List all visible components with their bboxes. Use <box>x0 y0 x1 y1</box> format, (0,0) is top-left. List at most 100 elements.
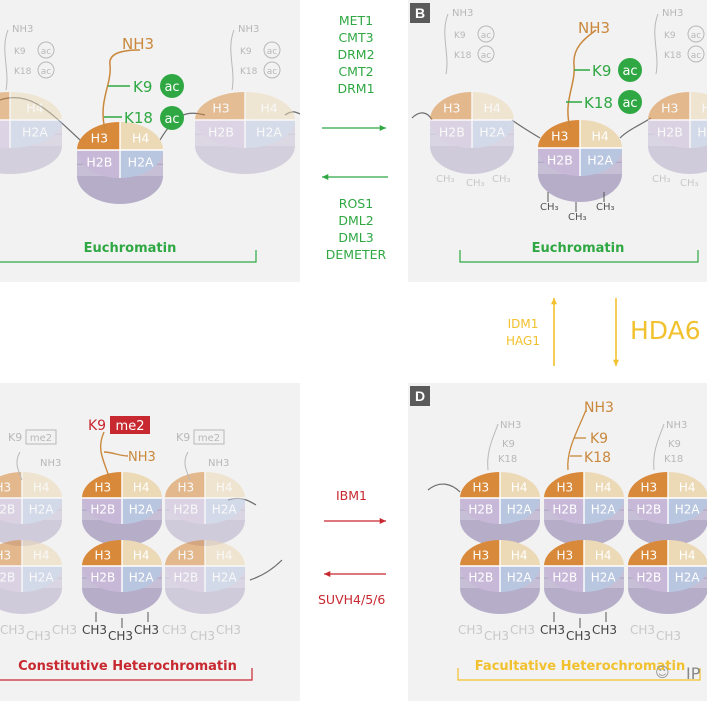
ch3-label: CH₃ <box>540 202 559 213</box>
tail-label: K9 <box>454 31 466 41</box>
bd-up-enzymes: IDM1 HAG1 <box>500 316 546 350</box>
histone-h2a <box>500 498 540 524</box>
tail-c-center <box>100 431 111 481</box>
tail-label: NH3 <box>208 458 229 469</box>
histone-h2a <box>668 498 707 524</box>
ch3-label: CH₃ <box>568 212 587 223</box>
histone-h4 <box>205 472 245 498</box>
ac-text: ac <box>164 80 179 95</box>
tail-label: ac <box>267 47 278 57</box>
tail-label: K9 <box>668 439 681 450</box>
ch3-label-faded: CH3 <box>190 629 215 643</box>
histone-h2a <box>120 150 163 178</box>
histone-label: H4 <box>679 480 696 494</box>
ch3-label-faded: CH₃ <box>466 178 485 189</box>
histone-label: H4 <box>483 100 500 115</box>
ac-circle <box>477 45 495 63</box>
histone-label: H3 <box>94 480 111 494</box>
arrow-d-to-b-head <box>550 298 558 305</box>
histone-label: H2B <box>657 125 683 140</box>
histone-h2b <box>165 498 205 524</box>
k9-label: K9 <box>88 418 106 434</box>
histone-h2b <box>628 566 668 592</box>
histone-label: H2B <box>636 571 661 585</box>
histone-h2a <box>668 566 707 592</box>
histone-h2b <box>460 566 500 592</box>
tail <box>444 13 449 75</box>
histone-label: H3 <box>640 480 657 494</box>
ac-circle <box>37 61 55 79</box>
histone-label: H4 <box>33 548 50 562</box>
histone-label: H2A <box>591 571 617 585</box>
hda6-label: HDA6 <box>630 316 701 345</box>
tail <box>654 13 659 75</box>
tail <box>184 451 191 481</box>
histone-h3 <box>0 472 22 498</box>
histone-label: H2A <box>675 571 701 585</box>
histone-label: H2B <box>552 503 577 517</box>
ch3-label: CH3 <box>540 623 565 637</box>
k9-label: K9 <box>592 62 611 80</box>
tail-label: NH3 <box>40 458 61 469</box>
ch3-label: CH₃ <box>596 202 615 213</box>
tail-label: ac <box>481 31 492 41</box>
histone-h2a <box>205 566 245 592</box>
ab-reverse-enzymes: ROS1 DML2 DML3 DEMETER <box>312 195 400 263</box>
panel-a-caption: Euchromatin <box>83 241 177 256</box>
histone-h3 <box>82 472 122 498</box>
histone-h2a <box>690 120 707 148</box>
tail-label: K18 <box>454 51 472 61</box>
enzyme-label: DEMETER <box>325 247 387 262</box>
histone-label: H3 <box>94 548 111 562</box>
ch3-label: CH3 <box>134 623 159 637</box>
tail-label: K9 <box>8 431 22 444</box>
tail-label: NH3 <box>666 420 687 431</box>
enzyme-label: DML2 <box>338 213 374 228</box>
histone-label: H3 <box>556 548 573 562</box>
me2-badge <box>110 416 150 434</box>
me2-box <box>193 429 225 445</box>
ac-circle <box>687 25 705 43</box>
histone-h3 <box>460 540 500 566</box>
ac-badge <box>618 90 642 114</box>
histone-label: H2B <box>552 571 577 585</box>
arrow-b-to-d-head <box>612 359 620 366</box>
histone-label: H2A <box>129 571 155 585</box>
histone-label: H3 <box>177 480 194 494</box>
tail-label: NH3 <box>662 8 683 19</box>
histone-h2b <box>82 566 122 592</box>
ch3-label-faded: CH3 <box>458 623 483 637</box>
histone-label: H2A <box>29 503 55 517</box>
histone-h2b <box>0 120 10 148</box>
arrow-a-to-b-head <box>379 124 386 132</box>
ch3-label-faded: CH3 <box>0 623 25 637</box>
caption-bracket-a <box>0 250 257 263</box>
histone-h2b <box>544 566 584 592</box>
histone-h4 <box>22 540 62 566</box>
ac-badge <box>160 106 184 130</box>
histone-label: H2B <box>636 503 661 517</box>
histone-h4 <box>22 472 62 498</box>
ch3-label-faded: CH3 <box>630 623 655 637</box>
histone-label: H2A <box>29 571 55 585</box>
ac-text: ac <box>164 112 179 127</box>
ch3-label-faded: CH₃ <box>680 178 699 189</box>
histone-h2a <box>10 120 62 148</box>
histone-label: H2A <box>256 125 282 140</box>
ac-circle <box>37 41 55 59</box>
tail-label: K18 <box>14 67 32 77</box>
tail-label: K18 <box>664 454 683 465</box>
histone-label: H2B <box>468 571 493 585</box>
ibm1-label: IBM1 <box>336 488 367 503</box>
histone-h3 <box>0 540 22 566</box>
histone-h4 <box>668 540 707 566</box>
